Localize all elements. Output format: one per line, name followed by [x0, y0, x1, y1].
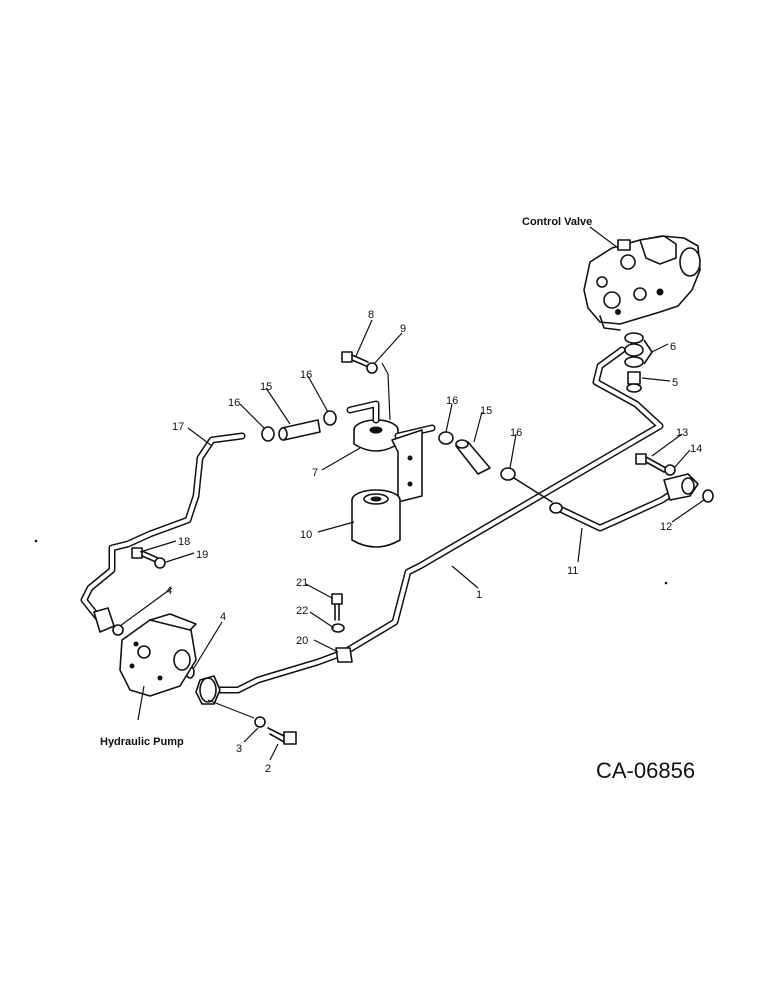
callout-15-right: 15 [480, 405, 492, 417]
callout-12: 12 [660, 521, 672, 533]
callout-6: 6 [670, 341, 676, 353]
callout-18: 18 [178, 536, 190, 548]
callout-1: 1 [476, 589, 482, 601]
callout-9: 9 [400, 323, 406, 335]
suction-flange [93, 607, 115, 633]
control-valve [583, 235, 701, 331]
callout-16-a: 16 [228, 397, 240, 409]
return-fitting [549, 473, 699, 514]
callout-8: 8 [368, 309, 374, 321]
callout-17: 17 [172, 421, 184, 433]
bolt-2 [267, 727, 297, 745]
pump-flange [195, 675, 221, 705]
bolt-18 [131, 547, 159, 563]
o-ring-4-left [112, 624, 124, 636]
callout-19: 19 [196, 549, 208, 561]
washer-19 [154, 557, 166, 569]
pressure-line-1 [208, 346, 664, 694]
clamp-16-a [261, 426, 275, 442]
callout-14: 14 [690, 443, 702, 455]
callout-16-b: 16 [300, 369, 312, 381]
callout-10: 10 [300, 529, 312, 541]
hydraulic-pump [119, 613, 197, 697]
callout-16-c: 16 [446, 395, 458, 407]
valve-fitting-5-6 [624, 332, 653, 393]
callout-7: 7 [312, 467, 318, 479]
callout-3: 3 [236, 743, 242, 755]
callout-11: 11 [567, 565, 578, 577]
callout-15-left: 15 [260, 381, 272, 393]
callout-5: 5 [672, 377, 678, 389]
washer-3 [254, 716, 266, 728]
callout-21: 21 [296, 577, 308, 589]
control-valve-label: Control Valve [522, 216, 592, 228]
drawing-code: CA-06856 [596, 758, 695, 783]
clamp-16-d [500, 467, 516, 481]
washer-14 [664, 464, 676, 476]
callout-leaders [119, 319, 705, 761]
clamp-16-c [438, 431, 454, 445]
callout-4-left: 4 [166, 585, 172, 597]
callout-22: 22 [296, 605, 308, 617]
clamp-16-b [323, 410, 337, 426]
bolt-13 [635, 453, 667, 473]
washer-22 [331, 623, 345, 633]
hydraulic-pump-label: Hydraulic Pump [100, 736, 184, 748]
bolt-8 [341, 351, 369, 367]
line-clip-20 [335, 647, 353, 663]
filter-bracket [391, 429, 423, 503]
o-ring-12 [702, 489, 714, 503]
callout-13: 13 [676, 427, 688, 439]
callout-16-d: 16 [510, 427, 522, 439]
suction-line-17 [80, 432, 246, 624]
callout-4-right: 4 [220, 611, 226, 623]
callout-2: 2 [265, 763, 271, 775]
filter-element-10 [351, 489, 401, 548]
bolt-21 [331, 593, 343, 621]
hose-15-right [455, 439, 491, 475]
washer-9 [366, 362, 378, 374]
callout-20: 20 [296, 635, 308, 647]
hose-15-left [278, 419, 321, 441]
